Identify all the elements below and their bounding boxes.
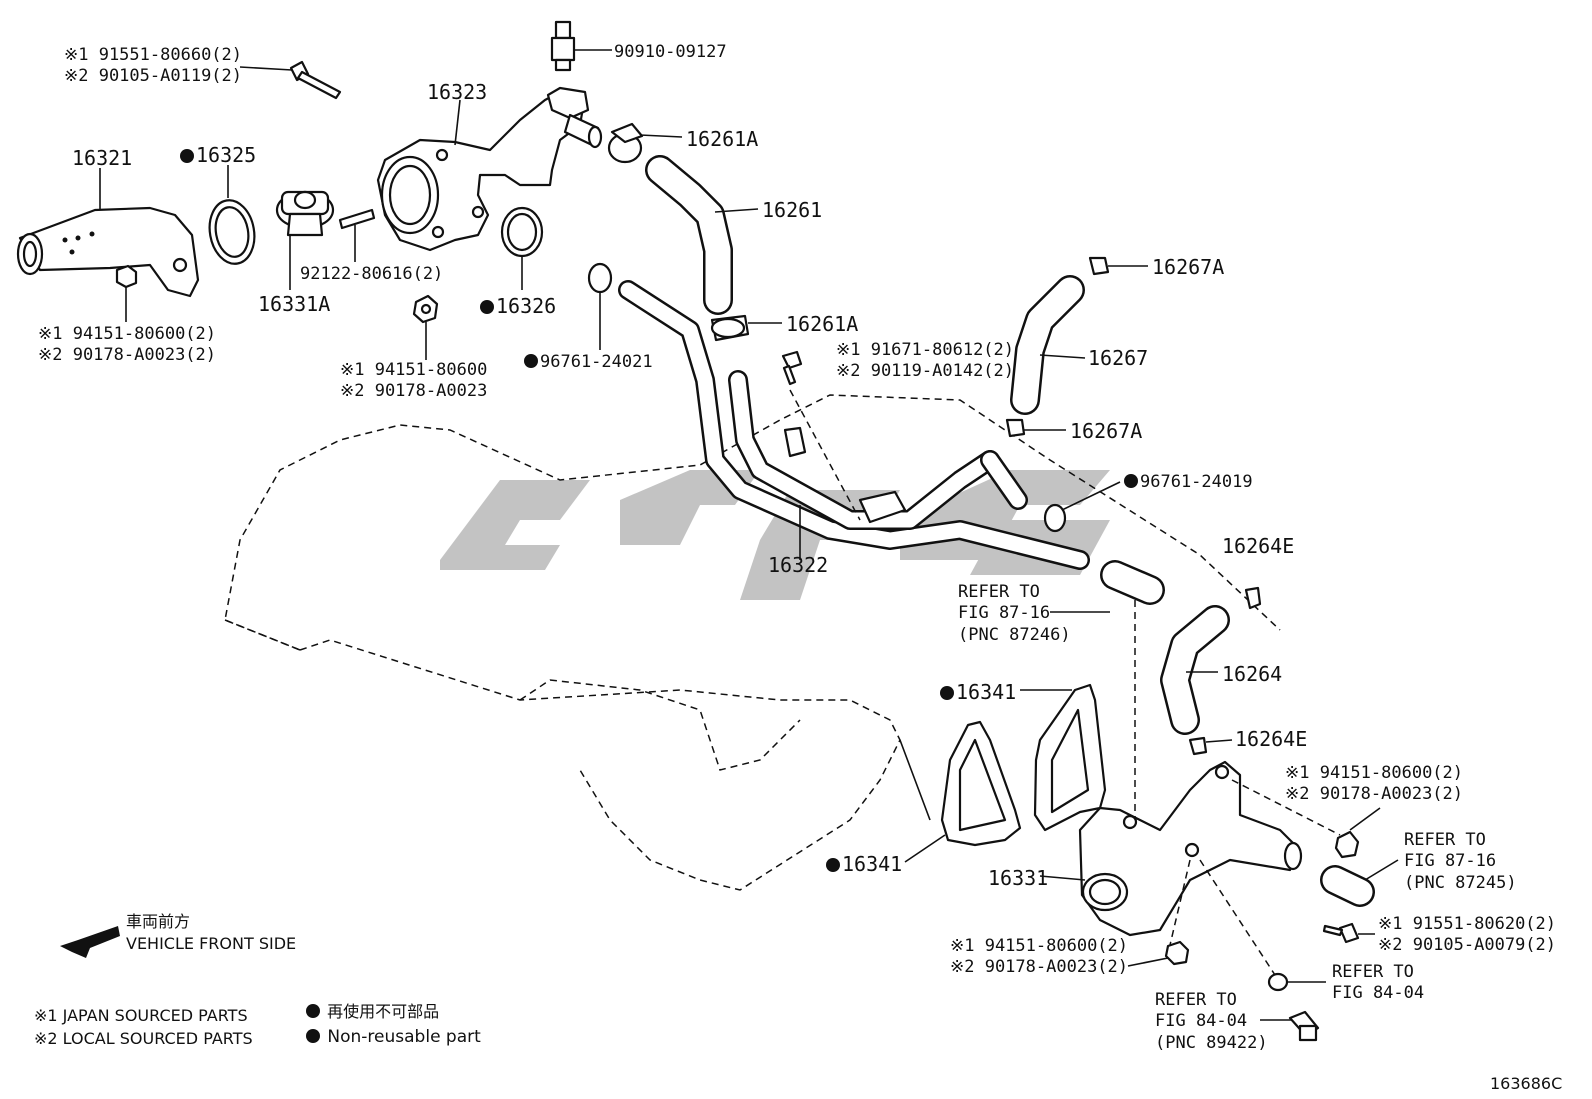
alt-bolt-top: ※1 91551-80660(2)※2 90105-A0119(2): [64, 45, 243, 87]
alt-bolt-right: ※1 91551-80620(2)※2 90105-A0079(2): [1378, 914, 1557, 956]
label-16264: 16264: [1222, 662, 1283, 686]
hose-16264: [1160, 586, 1262, 756]
label-16267: 16267: [1088, 346, 1149, 370]
label-92122: 92122-80616(2): [300, 264, 444, 284]
alt-nut-left: ※1 94151-80600(2)※2 90178-A0023(2): [38, 324, 217, 366]
legend-non-reusable-jp: 再使用不可部品: [306, 1002, 439, 1022]
label-16267A-top: 16267A: [1152, 255, 1225, 279]
bolt-icon: [1322, 922, 1375, 944]
pipe-stub: [1050, 560, 1165, 830]
label-16341-top: 16341: [940, 680, 1016, 705]
label-96761-24019: 96761-24019: [1124, 472, 1253, 493]
non-reusable-dot-icon: [826, 858, 840, 872]
label-90910-09127: 90910-09127: [614, 42, 727, 62]
nut-icon: [412, 294, 439, 360]
non-reusable-dot-icon: [1124, 474, 1138, 488]
label-16341-bottom: 16341: [826, 852, 902, 877]
engine-outline: [224, 394, 1281, 891]
water-outlet-16321: [16, 168, 200, 298]
gasket-16325: [208, 165, 256, 265]
alt-bolt-clamp: ※1 91671-80612(2)※2 90119-A0142(2): [836, 340, 1015, 382]
non-reusable-dot-icon: [524, 354, 538, 368]
plug-icon: [550, 20, 612, 72]
refer-fig-84-04[interactable]: REFER TO FIG 84-04: [1332, 962, 1425, 1004]
label-16323: 16323: [427, 80, 488, 104]
gasket-16341: [904, 720, 1022, 863]
gasket-16341: [1020, 683, 1107, 832]
refer-fig-84-04-pnc-89422[interactable]: REFER TO FIG 84-04 (PNC 89422): [1155, 990, 1268, 1053]
front-direction-arrow-icon: [60, 926, 120, 958]
alt-nut-middle: ※1 94151-80600※2 90178-A0023: [340, 360, 488, 402]
nut-icon: [1320, 807, 1399, 907]
o-ring-96761-24021: [587, 262, 613, 350]
alt-nut-bottom: ※1 94151-80600(2)※2 90178-A0023(2): [950, 936, 1129, 978]
stud-icon: [338, 208, 376, 262]
front-side-label-jp: 車両前方: [126, 912, 191, 931]
clamp-16261A: [607, 122, 683, 164]
nut-icon: [115, 264, 138, 322]
illustration-code: 163686C: [1490, 1074, 1563, 1093]
thermostat-16331A: [275, 190, 335, 290]
temperature-sensor-icon: [1260, 972, 1326, 1042]
non-reusable-dot-icon: [480, 300, 494, 314]
legend-japan-sourced: ※1 JAPAN SOURCED PARTS: [34, 1006, 248, 1025]
refer-fig-87-16-pnc-87245[interactable]: REFER TO FIG 87-16 (PNC 87245): [1404, 830, 1517, 893]
label-16261A-mid: 16261A: [786, 312, 859, 336]
label-16331: 16331: [988, 866, 1049, 890]
non-reusable-dot-icon: [306, 1029, 320, 1043]
refer-fig-87-16-pnc-87246[interactable]: REFER TO FIG 87-16 (PNC 87246): [958, 582, 1071, 645]
non-reusable-dot-icon: [306, 1004, 320, 1018]
legend-local-sourced: ※2 LOCAL SOURCED PARTS: [34, 1029, 253, 1048]
label-16321: 16321: [72, 146, 133, 170]
label-16264E-bot: 16264E: [1235, 727, 1308, 751]
label-16331A: 16331A: [258, 292, 331, 316]
label-96761-24021: 96761-24021: [524, 352, 653, 373]
hose-16261: [645, 155, 759, 315]
label-16267A-bot: 16267A: [1070, 419, 1143, 443]
non-reusable-dot-icon: [180, 149, 194, 163]
label-16326: 16326: [480, 294, 556, 319]
label-16325: 16325: [180, 143, 256, 168]
clamp-16261A: [710, 314, 782, 342]
alt-nut-right: ※1 94151-80600(2)※2 90178-A0023(2): [1285, 763, 1464, 805]
hose-16267: [1005, 256, 1148, 438]
non-reusable-dot-icon: [940, 686, 954, 700]
legend-non-reusable-en: Non-reusable part: [306, 1027, 481, 1048]
front-side-label-en: VEHICLE FRONT SIDE: [126, 934, 297, 953]
label-16264E-top: 16264E: [1222, 534, 1295, 558]
bolt-icon: [239, 60, 342, 100]
label-16261: 16261: [762, 198, 823, 222]
water-inlet-housing-16323: [376, 86, 603, 252]
gasket-16326: [500, 206, 544, 290]
bolt-icon: [781, 350, 861, 521]
water-pipe-16322: [618, 280, 1090, 570]
label-16322: 16322: [768, 553, 829, 577]
label-16261A-top: 16261A: [686, 127, 759, 151]
water-outlet-housing-16331: [1039, 760, 1341, 976]
nut-icon: [1127, 940, 1190, 967]
o-ring-96761-24019: [1043, 481, 1121, 533]
